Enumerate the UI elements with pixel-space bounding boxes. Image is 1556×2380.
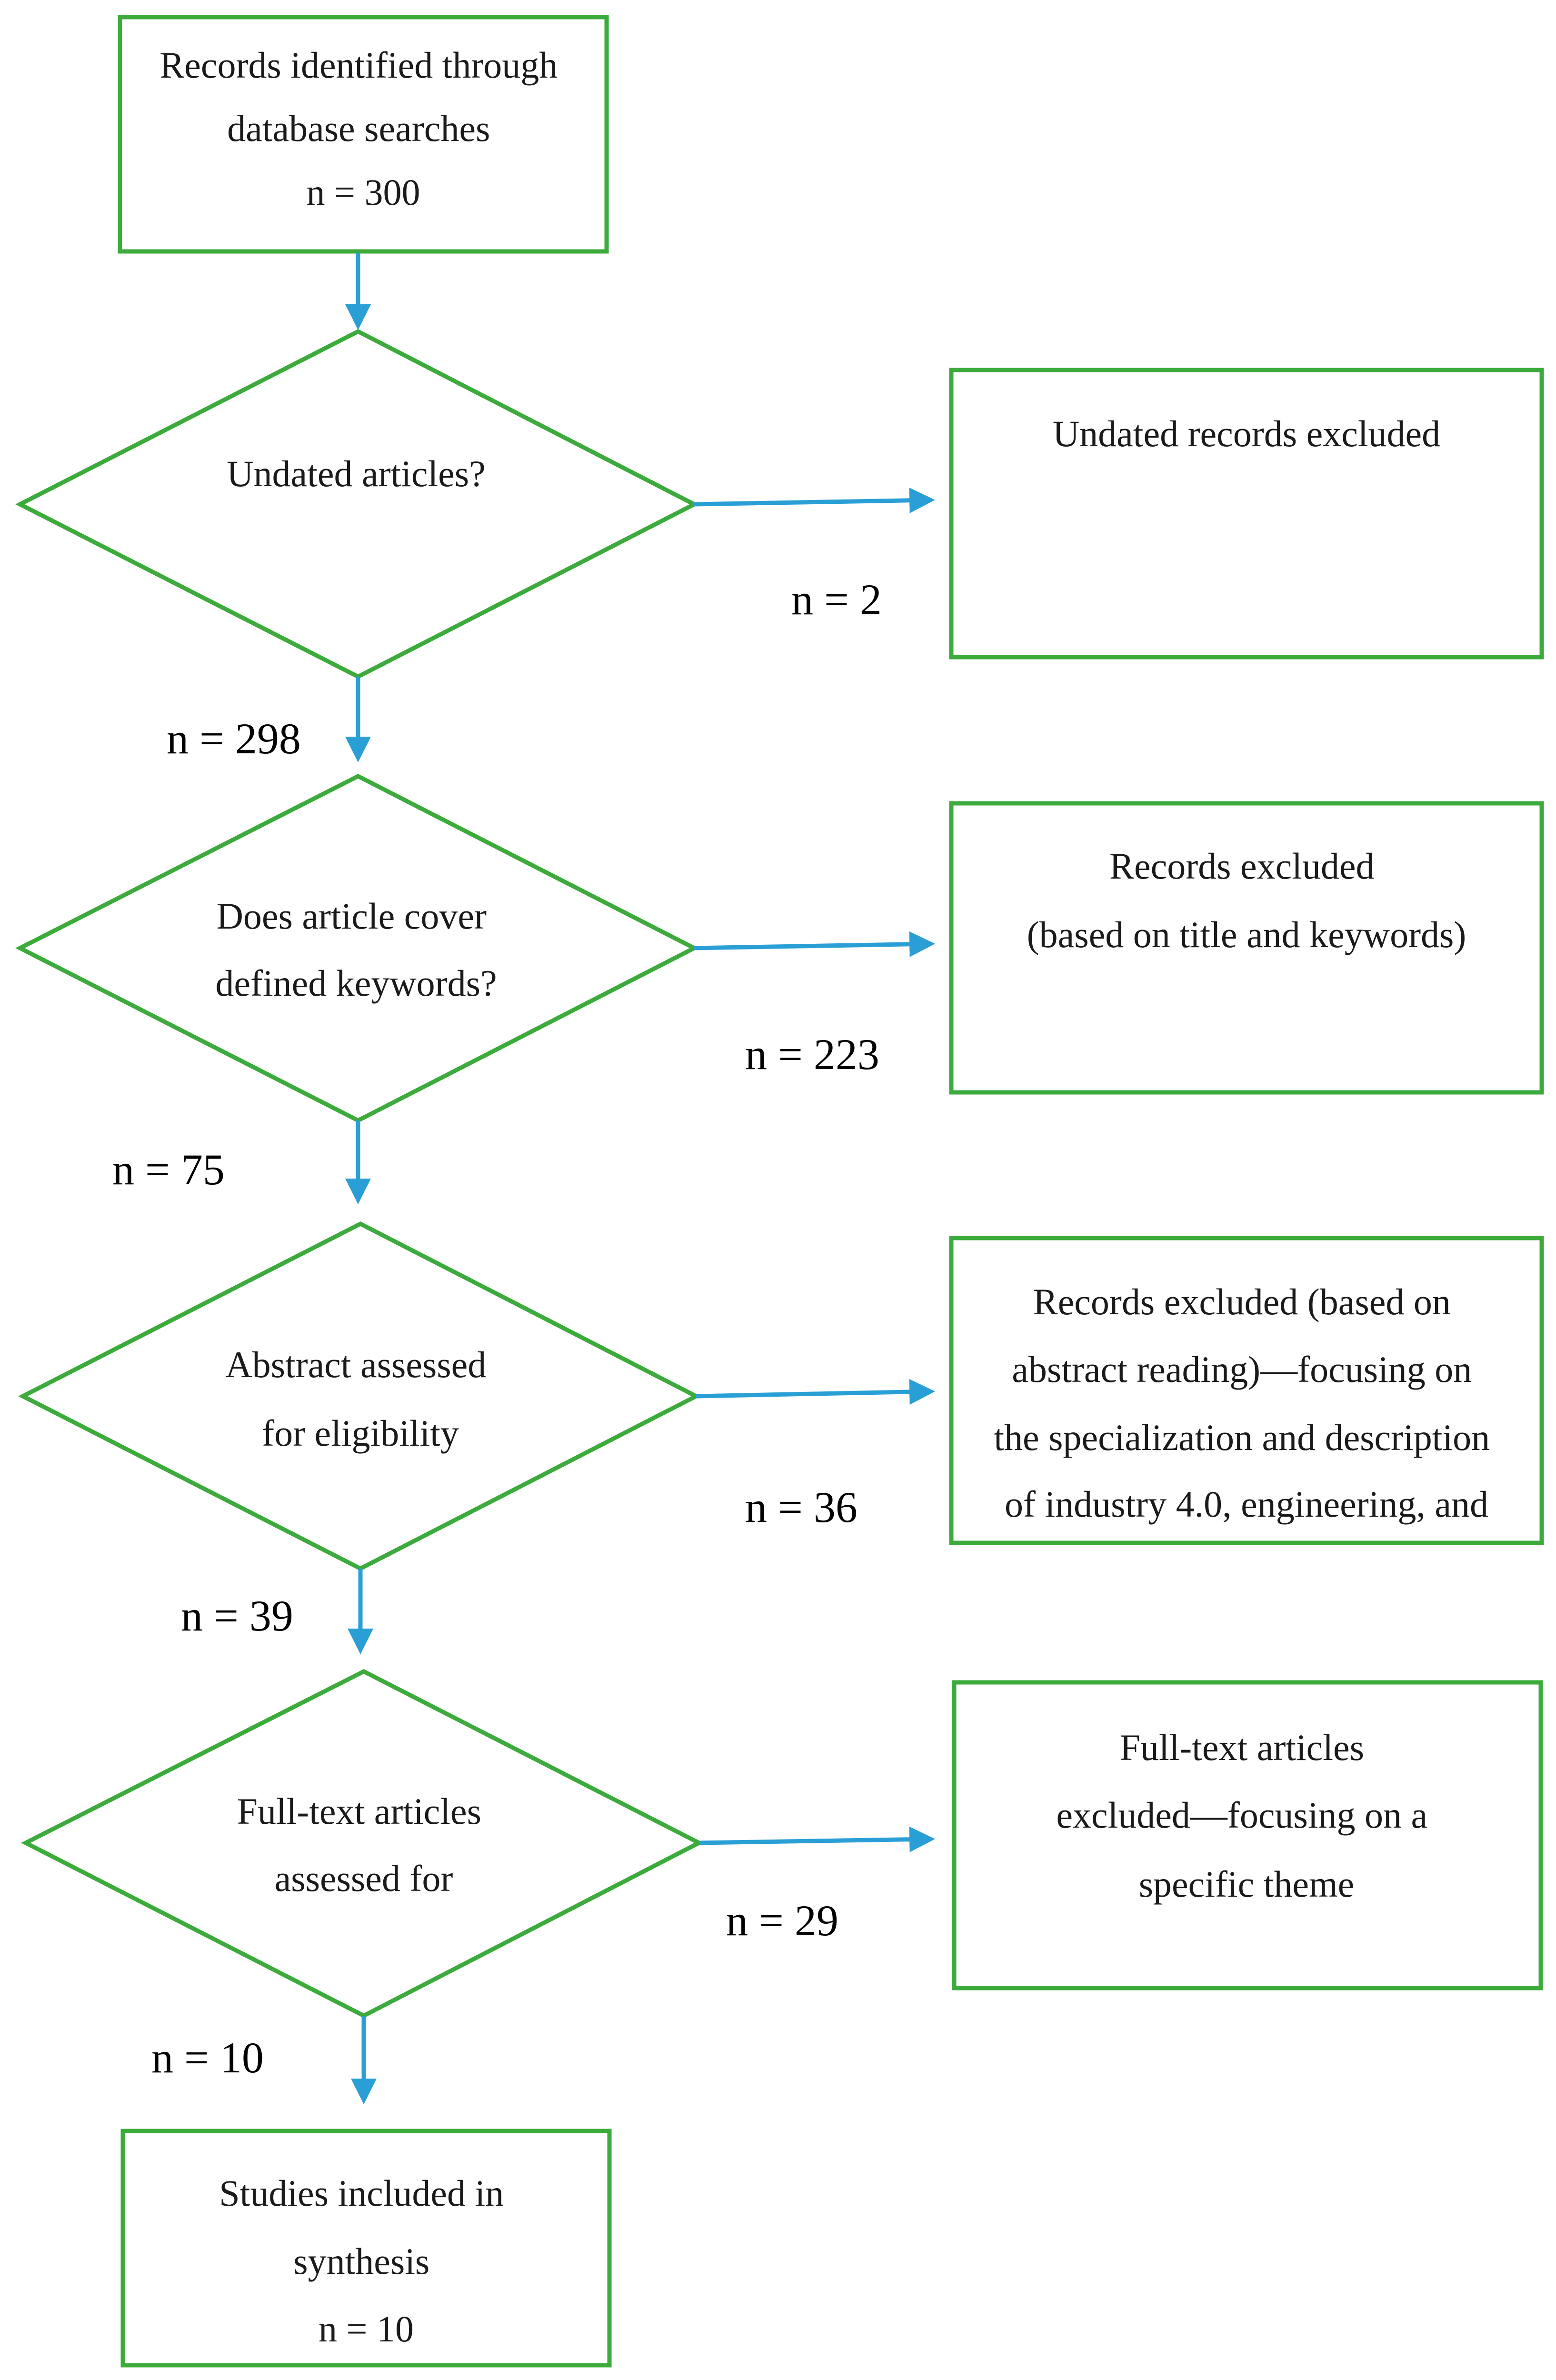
excluded-4-line-2: excluded—focusing on a: [1056, 1794, 1427, 1836]
excluded-3-line-4: of industry 4.0, engineering, and: [1005, 1483, 1488, 1525]
excluded-3-box: [949, 1236, 1544, 1545]
decision-4-diamond: [21, 1669, 704, 2019]
decision-3-line-1: Abstract assessed: [225, 1344, 486, 1385]
excluded-2-box: [949, 801, 1544, 1095]
arrow-decision-3-to-excluded-3: [696, 1379, 935, 1405]
count-remaining-2: n = 75: [112, 1145, 225, 1194]
decision-4-line-1: Full-text articles: [237, 1790, 481, 1832]
count-remaining-1: n = 298: [167, 714, 301, 763]
excluded-4-box: [952, 1680, 1543, 1990]
decision-1-diamond: [15, 329, 699, 680]
end-line-2: synthesis: [293, 2240, 429, 2282]
start-line-3: n = 300: [307, 171, 420, 213]
arrow-decision-4-to-excluded-4: [698, 1826, 935, 1852]
count-remaining-3: n = 39: [181, 1591, 293, 1640]
end-line-1: Studies included in: [219, 2172, 504, 2214]
excluded-3-text: Records excluded (based on abstract read…: [994, 1281, 1499, 1525]
count-remaining-4: n = 10: [151, 2033, 264, 2082]
decision-3-diamond: [18, 1221, 701, 1571]
arrow-decision-1-to-excluded-1: [694, 487, 935, 513]
decision-3-line-2: for eligibility: [262, 1412, 459, 1454]
excluded-3-line-3: the specialization and description: [994, 1417, 1490, 1458]
end-box: [120, 2129, 612, 2368]
count-excluded-4: n = 29: [726, 1896, 838, 1945]
decision-2-line-1: Does article cover: [217, 895, 487, 937]
excluded-3-line-2: abstract reading)—focusing on: [1012, 1349, 1472, 1390]
excluded-2-line-1: Records excluded: [1109, 845, 1375, 887]
count-excluded-1: n = 2: [791, 575, 882, 624]
excluded-2-text: Records excluded (based on title and key…: [1027, 845, 1466, 955]
excluded-1-box: [949, 368, 1544, 660]
decision-3-text: Abstract assessed for eligibility: [225, 1344, 496, 1454]
arrow-decision-2-to-excluded-2: [694, 931, 935, 957]
excluded-1-line-1: Undated records excluded: [1053, 413, 1440, 454]
decision-2-diamond: [15, 773, 699, 1123]
excluded-2-line-2: (based on title and keywords): [1027, 914, 1466, 955]
count-excluded-2: n = 223: [745, 1030, 879, 1079]
excluded-4-line-3: specific theme: [1139, 1863, 1355, 1905]
start-box-text: Records identified through database sear…: [160, 44, 567, 213]
decision-2-text: Does article cover defined keywords?: [215, 895, 497, 1004]
decision-4-line-2: assessed for: [275, 1858, 453, 1899]
end-line-3: n = 10: [319, 2308, 414, 2350]
start-line-1: Records identified through: [160, 44, 558, 86]
excluded-4-line-1: Full-text articles: [1120, 1727, 1364, 1768]
excluded-1-text: Undated records excluded: [1053, 413, 1440, 454]
decision-2-line-2: defined keywords?: [215, 962, 497, 1004]
end-box-text: Studies included in synthesis n = 10: [219, 2172, 513, 2350]
decision-4-text: Full-text articles assessed for: [237, 1790, 491, 1899]
excluded-4-text: Full-text articles excluded—focusing on …: [1056, 1727, 1436, 1905]
decision-1-line-1: Undated articles?: [227, 453, 486, 494]
decision-1-text: Undated articles?: [227, 453, 486, 494]
excluded-3-line-1: Records excluded (based on: [1033, 1281, 1451, 1322]
start-box: [118, 15, 609, 254]
count-excluded-3: n = 36: [745, 1483, 858, 1531]
start-line-2: database searches: [227, 108, 490, 149]
